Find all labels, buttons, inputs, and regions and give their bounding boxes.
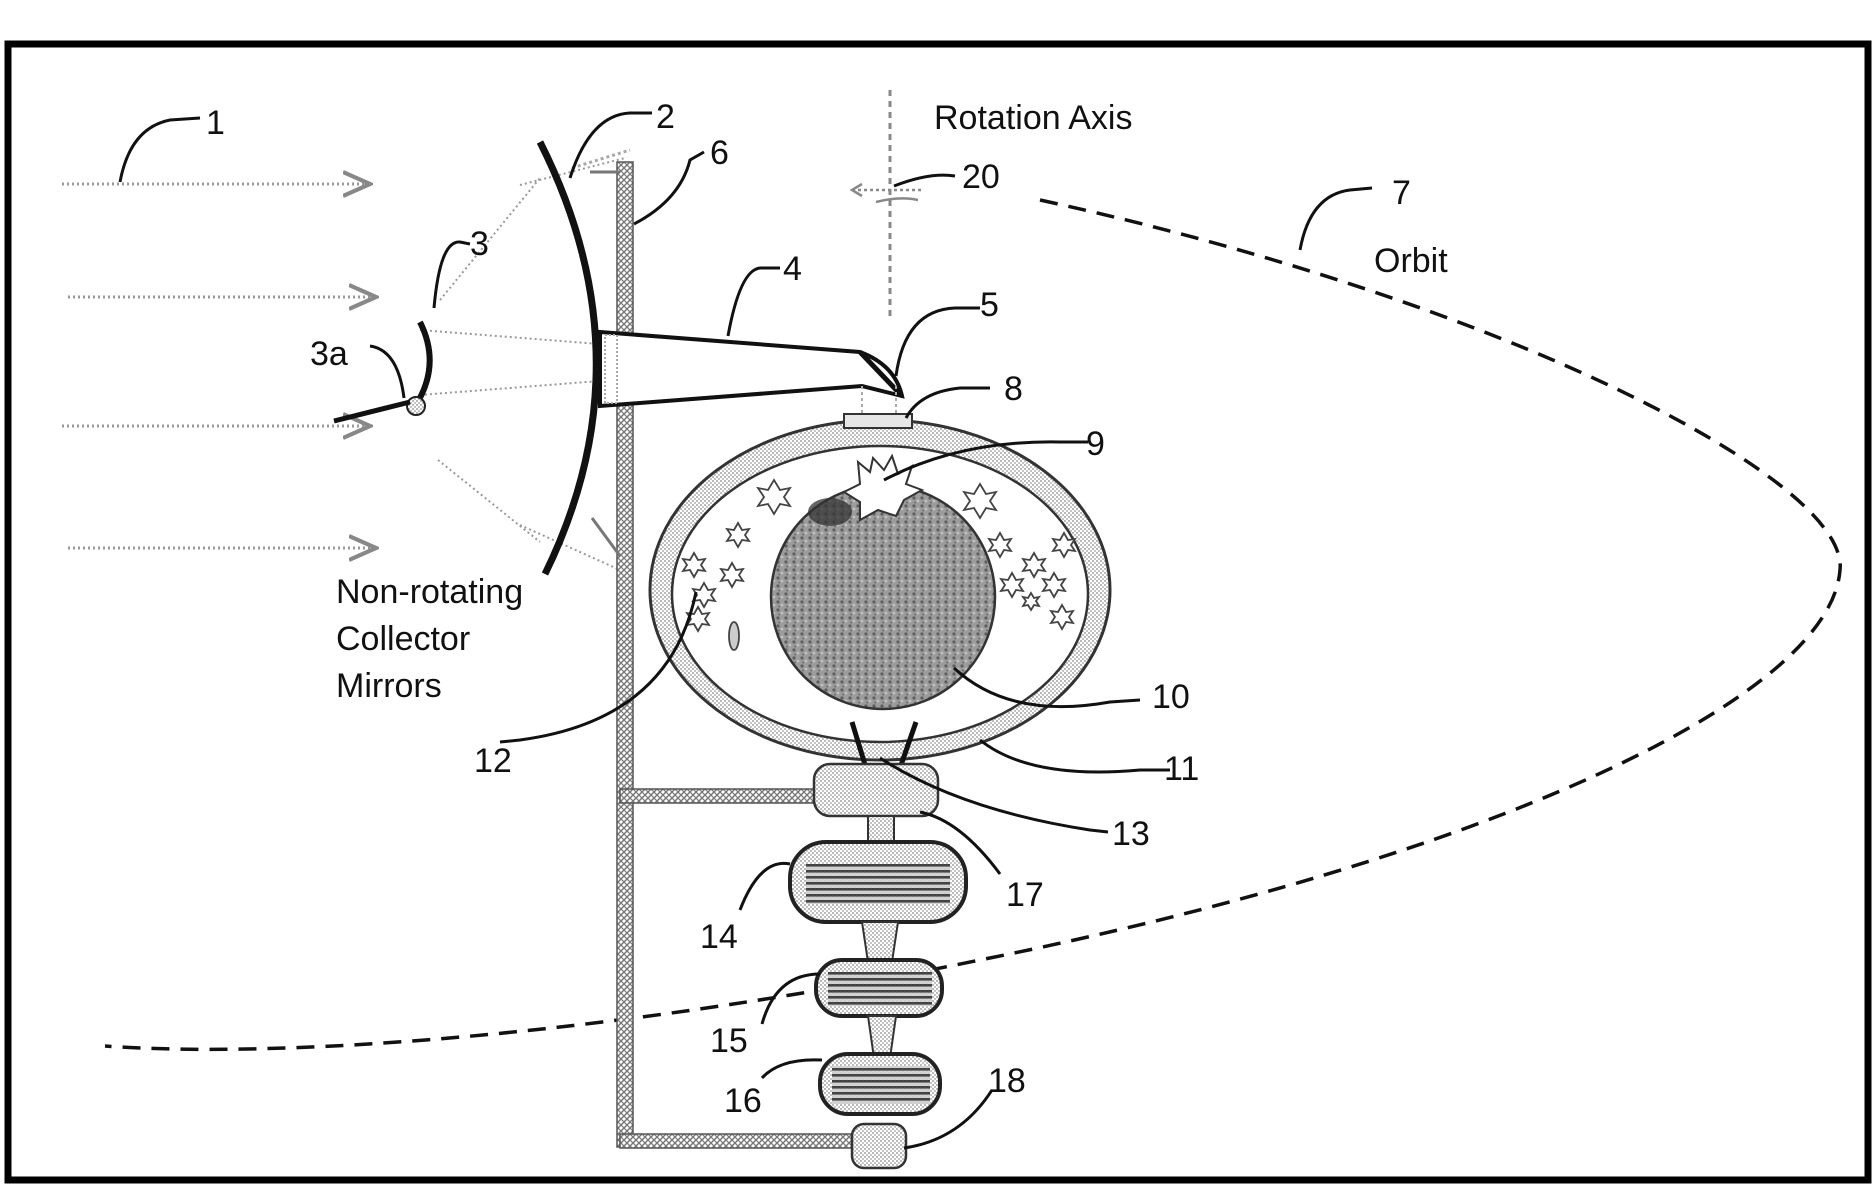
light-pipe (600, 332, 902, 406)
window (844, 414, 912, 428)
label-20: 20 (962, 158, 1000, 196)
orbit-label: Orbit (1374, 242, 1448, 280)
primary-mirror (540, 142, 596, 574)
label-6: 6 (710, 134, 729, 172)
mirrors-label-line2: Collector (336, 620, 470, 658)
support-arm-lower (620, 1134, 860, 1148)
label-13: 13 (1112, 815, 1150, 853)
mirrors-label-line3: Mirrors (336, 667, 442, 705)
label-8: 8 (1004, 370, 1023, 408)
secondary-mount-strut (334, 402, 410, 421)
label-10: 10 (1152, 678, 1190, 716)
label-4: 4 (783, 250, 802, 288)
support-arm-upper (620, 789, 815, 803)
mirrors-label-line1: Non-rotating (336, 573, 523, 611)
label-15: 15 (710, 1022, 748, 1060)
rotation-marker (852, 184, 922, 202)
rotation-axis-label: Rotation Axis (934, 99, 1132, 137)
label-17: 17 (1006, 876, 1044, 914)
label-7: 7 (1392, 174, 1411, 212)
label-16: 16 (724, 1082, 762, 1120)
label-9: 9 (1086, 425, 1105, 463)
support-frame-vertical (617, 162, 633, 1147)
label-11: 11 (1164, 750, 1199, 788)
connector-unit (814, 764, 938, 816)
label-18: 18 (988, 1062, 1026, 1100)
secondary-mirror (414, 322, 430, 408)
label-1: 1 (206, 104, 225, 142)
label-12: 12 (474, 742, 512, 780)
label-3a: 3a (310, 335, 348, 373)
base-unit (852, 1124, 906, 1168)
label-3: 3 (470, 225, 489, 263)
secondary-mount-hub (407, 397, 425, 415)
label-2: 2 (656, 98, 675, 136)
label-14: 14 (700, 918, 738, 956)
label-5: 5 (980, 286, 999, 324)
